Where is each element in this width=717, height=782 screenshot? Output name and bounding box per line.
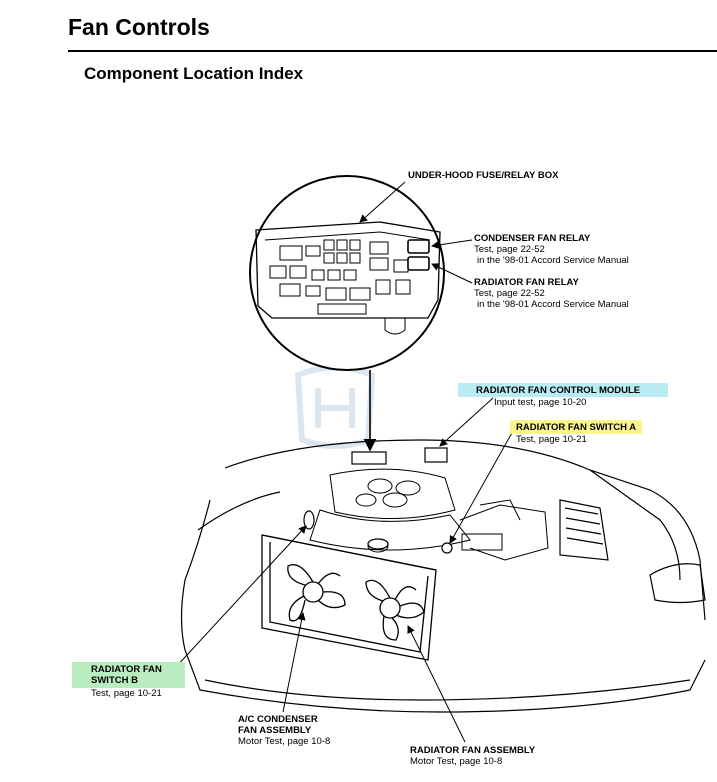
watermark-logo bbox=[294, 364, 376, 449]
switch-b-label-line2: SWITCH B bbox=[91, 675, 138, 686]
control-module-callout: RADIATOR FAN CONTROL MODULE Input test, … bbox=[458, 383, 668, 408]
switch-a-component bbox=[441, 542, 453, 554]
condenser-relay-label: CONDENSER FAN RELAY bbox=[474, 233, 591, 244]
radiator-fan-test-ref[interactable]: Motor Test, page 10-8 bbox=[410, 756, 503, 767]
radiator-fan bbox=[365, 579, 425, 641]
control-module-component bbox=[424, 447, 448, 463]
ac-condenser-fan-leader bbox=[282, 612, 306, 713]
radiator-fan-callout: RADIATOR FAN ASSEMBLY Motor Test, page 1… bbox=[410, 745, 535, 767]
ac-condenser-fan-label-line2: FAN ASSEMBLY bbox=[238, 725, 312, 736]
engine bbox=[309, 468, 549, 561]
ac-condenser-fan-test-ref[interactable]: Motor Test, page 10-8 bbox=[238, 736, 331, 747]
page-title: Fan Controls bbox=[68, 14, 210, 40]
switch-b-callout: RADIATOR FAN SWITCH B Test, page 10-21 bbox=[72, 662, 185, 699]
radiator-fan-leader bbox=[407, 625, 466, 743]
radiator-relay-leader bbox=[431, 263, 473, 284]
switch-b-highlight: RADIATOR FAN SWITCH B bbox=[72, 662, 185, 688]
fuse-box-magnified-view bbox=[249, 175, 445, 371]
condenser-relay-callout: CONDENSER FAN RELAY Test, page 22-52 in … bbox=[474, 233, 629, 266]
switch-a-leader bbox=[449, 430, 514, 544]
ac-condenser-fan-label-line1: A/C CONDENSER bbox=[238, 714, 318, 725]
condenser-relay-test-ref[interactable]: Test, page 22-52 bbox=[474, 244, 545, 255]
switch-a-test-ref[interactable]: Test, page 10-21 bbox=[516, 434, 587, 445]
condenser-relay-manual-ref: in the '98-01 Accord Service Manual bbox=[477, 255, 629, 266]
condenser-relay-leader bbox=[431, 239, 473, 249]
fuse-box-component bbox=[351, 451, 387, 465]
switch-b-label-line1: RADIATOR FAN bbox=[91, 664, 162, 675]
section-title: Component Location Index bbox=[84, 64, 304, 83]
control-module-leader bbox=[439, 397, 494, 447]
radiator-fan-assembly bbox=[261, 534, 437, 661]
radiator-relay-manual-ref: in the '98-01 Accord Service Manual bbox=[477, 299, 629, 310]
radiator-relay-label: RADIATOR FAN RELAY bbox=[474, 277, 579, 288]
radiator-relay-callout: RADIATOR FAN RELAY Test, page 22-52 in t… bbox=[474, 277, 629, 310]
ac-condenser-fan-callout: A/C CONDENSER FAN ASSEMBLY Motor Test, p… bbox=[238, 714, 330, 747]
fuse-box-leader bbox=[359, 181, 406, 223]
ac-condenser-fan bbox=[287, 564, 346, 622]
radiator-relay-test-ref[interactable]: Test, page 22-52 bbox=[474, 288, 545, 299]
switch-b-leader bbox=[174, 525, 307, 669]
radiator-fan-label: RADIATOR FAN ASSEMBLY bbox=[410, 745, 536, 756]
switch-a-label: RADIATOR FAN SWITCH A bbox=[510, 420, 643, 434]
control-module-label: RADIATOR FAN CONTROL MODULE bbox=[458, 383, 668, 397]
title-rule bbox=[68, 50, 717, 52]
car-body bbox=[180, 439, 706, 713]
switch-b-component bbox=[303, 510, 315, 530]
switch-a-callout: RADIATOR FAN SWITCH A Test, page 10-21 bbox=[510, 420, 643, 445]
fuse-box-label: UNDER-HOOD FUSE/RELAY BOX bbox=[408, 170, 559, 181]
control-module-test-ref[interactable]: Input test, page 10-20 bbox=[494, 397, 587, 408]
switch-b-test-ref[interactable]: Test, page 10-21 bbox=[91, 688, 162, 699]
fuse-box-callout: UNDER-HOOD FUSE/RELAY BOX bbox=[408, 170, 558, 181]
